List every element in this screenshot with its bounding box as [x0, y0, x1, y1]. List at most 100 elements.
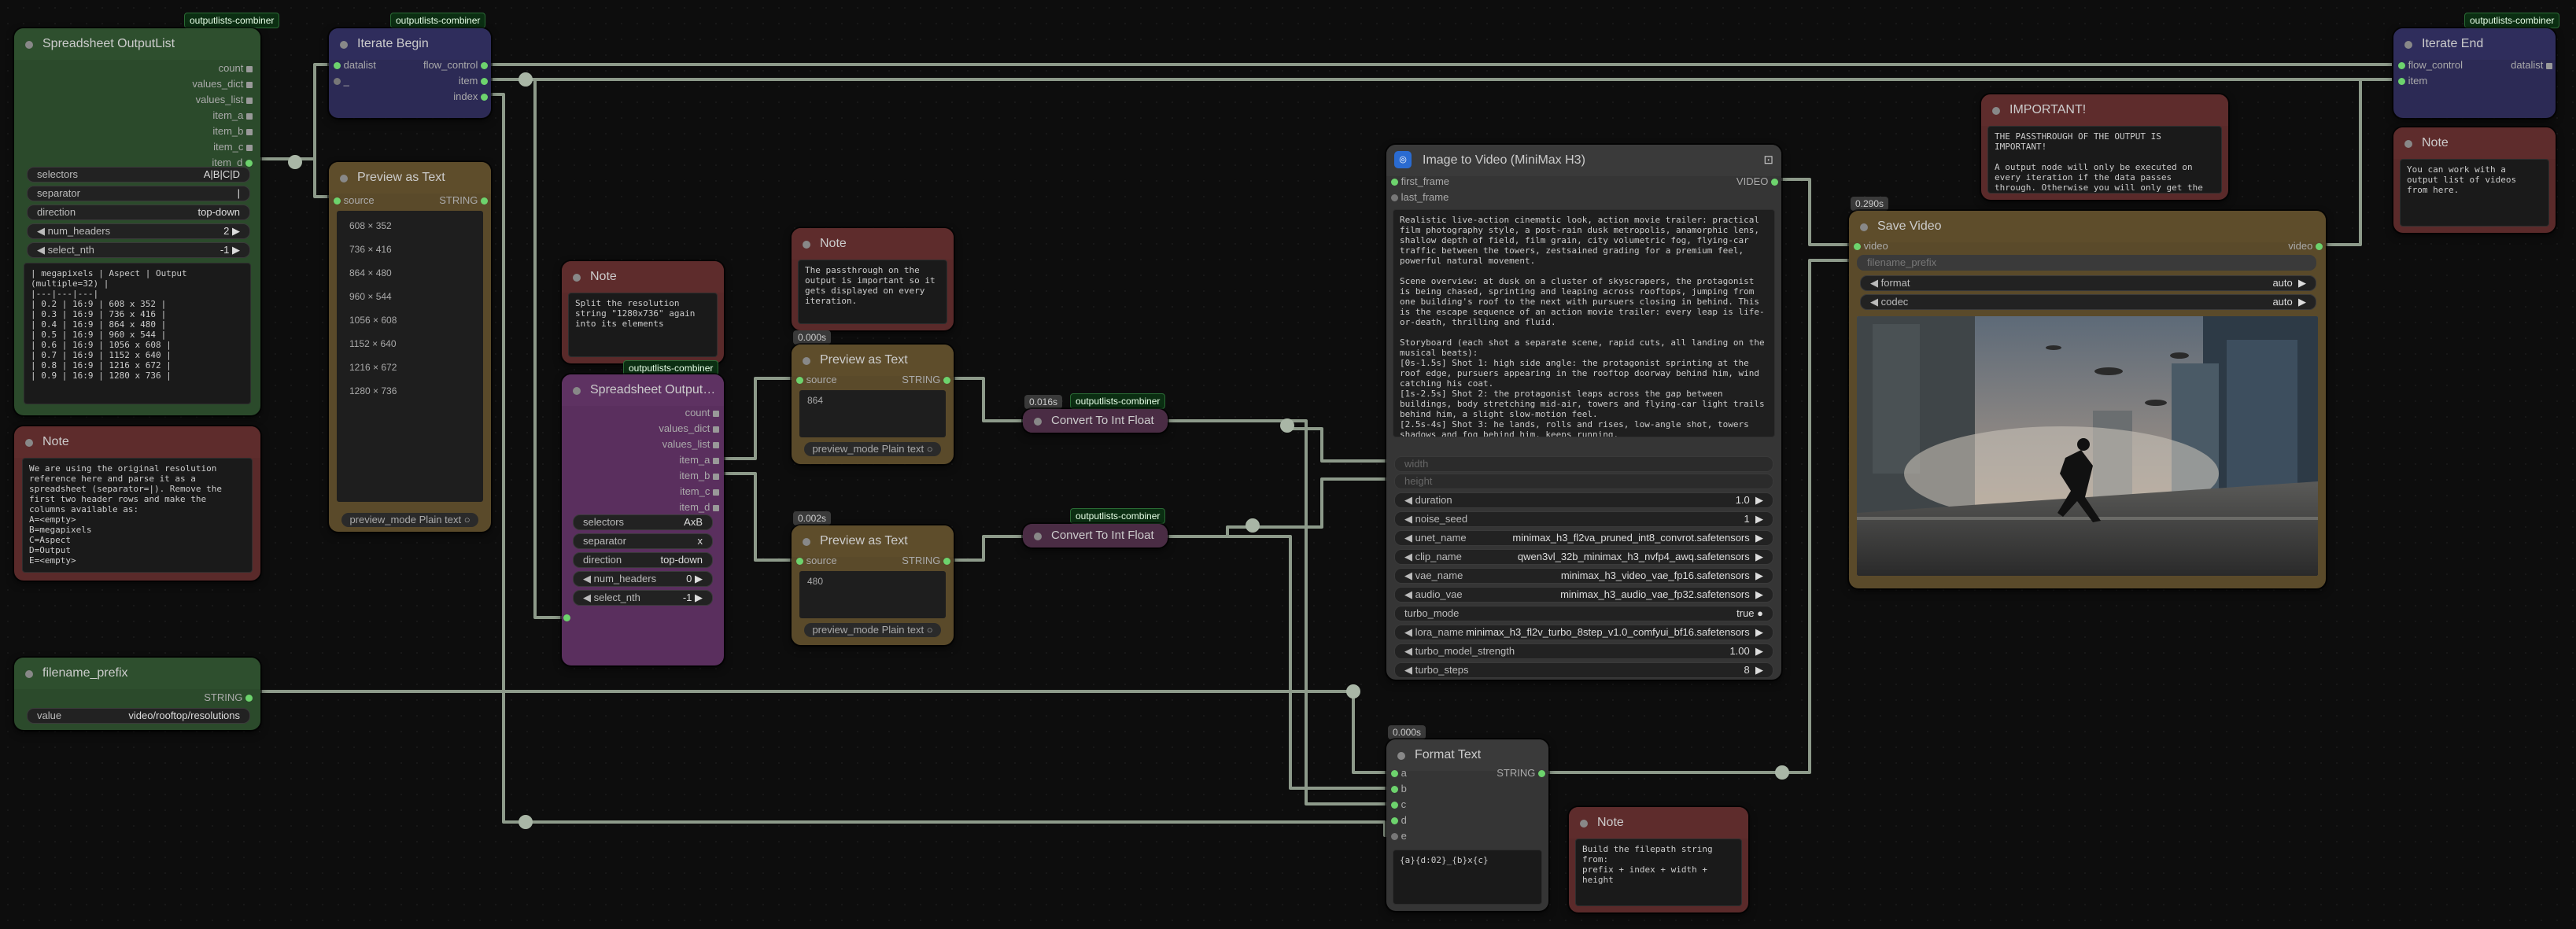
- spreadsheet-outputlist-node[interactable]: Spreadsheet OutputList count values_dict…: [14, 28, 260, 415]
- preview-mode-toggle[interactable]: preview_mode Plain text ○: [804, 623, 941, 637]
- input-socket[interactable]: [563, 614, 570, 622]
- spreadsheet-output-node-2[interactable]: Spreadsheet Output… count values_dict va…: [562, 374, 724, 665]
- input-socket[interactable]: [1391, 802, 1398, 809]
- note-node-right[interactable]: Note You can work with a output list of …: [2393, 127, 2556, 233]
- collapse-dot-icon[interactable]: [25, 41, 33, 49]
- output-socket[interactable]: [713, 473, 719, 480]
- input-socket[interactable]: [2398, 62, 2405, 70]
- select-nth-widget[interactable]: ◀ select_nth-1 ▶: [573, 590, 713, 606]
- output-socket[interactable]: [713, 441, 719, 448]
- prompt-text-input[interactable]: Realistic live-action cinematic look, ac…: [1393, 209, 1775, 437]
- input-socket[interactable]: [334, 78, 341, 86]
- output-socket[interactable]: [246, 144, 253, 151]
- note-text[interactable]: The passthrough on the output is importa…: [798, 260, 947, 324]
- note-text[interactable]: THE PASSTHROUGH OF THE OUTPUT IS IMPORTA…: [1987, 126, 2222, 194]
- select-nth-widget[interactable]: ◀ select_nth-1 ▶: [27, 242, 250, 258]
- output-socket[interactable]: [713, 488, 719, 496]
- note-text[interactable]: You can work with a output list of video…: [2400, 159, 2549, 227]
- input-socket[interactable]: [1391, 179, 1398, 186]
- input-socket[interactable]: [1391, 194, 1398, 202]
- output-socket[interactable]: [713, 504, 719, 511]
- input-socket[interactable]: [334, 197, 341, 205]
- output-socket[interactable]: [246, 65, 253, 72]
- expand-icon[interactable]: ⊡: [1763, 153, 1773, 167]
- input-socket[interactable]: [1391, 817, 1398, 825]
- input-socket[interactable]: [1854, 243, 1861, 251]
- collapse-dot-icon[interactable]: [25, 439, 33, 447]
- collapse-dot-icon[interactable]: [1580, 820, 1588, 828]
- output-socket[interactable]: [246, 97, 253, 104]
- convert-to-int-float-node-1[interactable]: Convert To Int Float: [1023, 409, 1168, 433]
- output-socket[interactable]: [1538, 770, 1545, 778]
- output-socket[interactable]: [1771, 179, 1778, 186]
- note-node-important[interactable]: IMPORTANT! THE PASSTHROUGH OF THE OUTPUT…: [1981, 94, 2228, 200]
- collapse-dot-icon[interactable]: [1034, 533, 1042, 540]
- output-socket[interactable]: [2546, 62, 2552, 69]
- note-node-left[interactable]: Note We are using the original resolutio…: [14, 426, 260, 581]
- collapse-dot-icon[interactable]: [340, 175, 348, 182]
- image-to-video-node[interactable]: ◎Image to Video (MiniMax H3)⊡ first_fram…: [1386, 145, 1781, 680]
- video-preview-image[interactable]: [1857, 316, 2318, 576]
- collapse-dot-icon[interactable]: [1397, 752, 1405, 760]
- format-template-input[interactable]: {a}{d:02}_{b}x{c}: [1393, 850, 1542, 905]
- collapse-dot-icon[interactable]: [25, 670, 33, 678]
- output-socket[interactable]: [246, 128, 253, 135]
- input-socket[interactable]: [1391, 770, 1398, 778]
- spreadsheet-text-input[interactable]: | megapixels | Aspect | Output (multiple…: [24, 263, 251, 404]
- collapse-dot-icon[interactable]: [1860, 223, 1868, 231]
- output-socket[interactable]: [481, 62, 488, 70]
- input-socket[interactable]: [1391, 833, 1398, 841]
- output-socket[interactable]: [943, 558, 950, 566]
- note-node-passthrough[interactable]: Note The passthrough on the output is im…: [792, 228, 954, 330]
- collapse-dot-icon[interactable]: [573, 387, 581, 395]
- input-socket[interactable]: [796, 558, 803, 566]
- output-socket[interactable]: [2316, 243, 2323, 251]
- note-text[interactable]: Split the resolution string "1280x736" a…: [568, 293, 718, 357]
- preview-mode-toggle[interactable]: preview_mode Plain text ○: [804, 442, 941, 456]
- preview-as-text-width-node[interactable]: Preview as Text source STRING 864 previe…: [792, 345, 954, 464]
- collapse-dot-icon[interactable]: [2404, 140, 2412, 148]
- input-socket[interactable]: [796, 377, 803, 385]
- output-socket[interactable]: [245, 695, 253, 702]
- iterate-end-node[interactable]: Iterate End flow_control item datalist: [2393, 28, 2556, 118]
- output-socket[interactable]: [713, 457, 719, 464]
- preview-as-text-main-node[interactable]: Preview as Text source STRING 608 × 352 …: [329, 162, 491, 532]
- save-video-node[interactable]: Save Video video filename_prefix video ◀…: [1849, 211, 2326, 588]
- convert-to-int-float-node-2[interactable]: Convert To Int Float: [1023, 524, 1168, 547]
- iterate-begin-node[interactable]: Iterate Begin datalist _ flow_control it…: [329, 28, 491, 118]
- note-node-filepath[interactable]: Note Build the filepath string from: pre…: [1569, 807, 1748, 912]
- collapse-dot-icon[interactable]: [340, 41, 348, 49]
- collapse-dot-icon[interactable]: [803, 538, 810, 546]
- output-socket[interactable]: [713, 410, 719, 417]
- collapse-dot-icon[interactable]: [573, 274, 581, 282]
- format-text-node[interactable]: Format Text a b c d e STRING {a}{d:02}_{…: [1386, 739, 1548, 911]
- output-socket[interactable]: [943, 377, 950, 385]
- output-socket[interactable]: [481, 197, 488, 205]
- output-socket[interactable]: [245, 160, 253, 168]
- input-socket[interactable]: [334, 62, 341, 70]
- collapse-dot-icon[interactable]: [2404, 41, 2412, 49]
- preview-mode-toggle[interactable]: preview_mode Plain text ○: [341, 513, 478, 527]
- note-text[interactable]: Build the filepath string from: prefix +…: [1575, 839, 1742, 906]
- output-socket[interactable]: [246, 81, 253, 88]
- output-socket[interactable]: [481, 78, 488, 86]
- collapse-dot-icon[interactable]: [1034, 418, 1042, 426]
- collapse-dot-icon[interactable]: [803, 241, 810, 249]
- output-socket[interactable]: [713, 426, 719, 433]
